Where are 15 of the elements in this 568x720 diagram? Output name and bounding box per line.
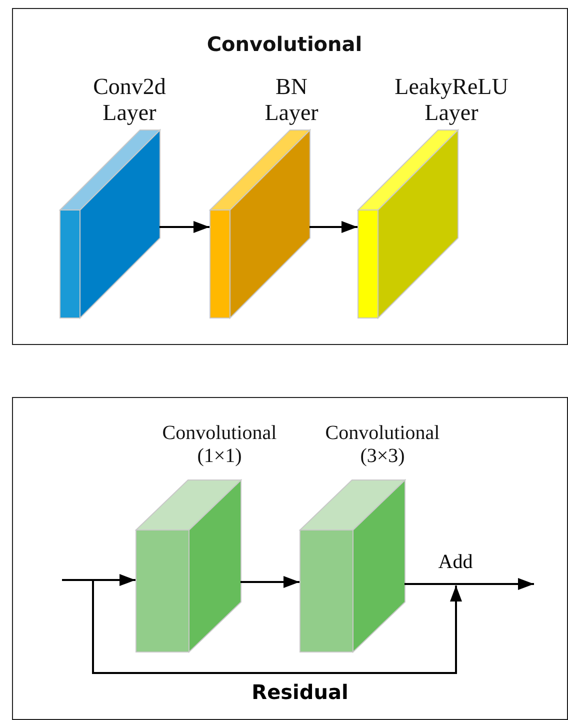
layer-label: Convolutional (1×1) [162,422,277,468]
arrow [310,221,358,233]
layer-label: LeakyReLU Layer [394,74,508,126]
arrow [92,580,462,674]
arrow [160,221,210,233]
layer-label: Conv2d Layer [93,74,166,126]
panel-title: Convolutional [206,32,362,56]
panel-frame [12,8,568,345]
arrow [62,574,136,586]
layer-label: BN Layer [264,74,318,126]
panel-frame [12,397,568,720]
junction-label: Add [436,550,476,586]
arrow [240,576,300,588]
layer-label: Convolutional (3×3) [325,422,440,468]
arrow [404,578,534,590]
